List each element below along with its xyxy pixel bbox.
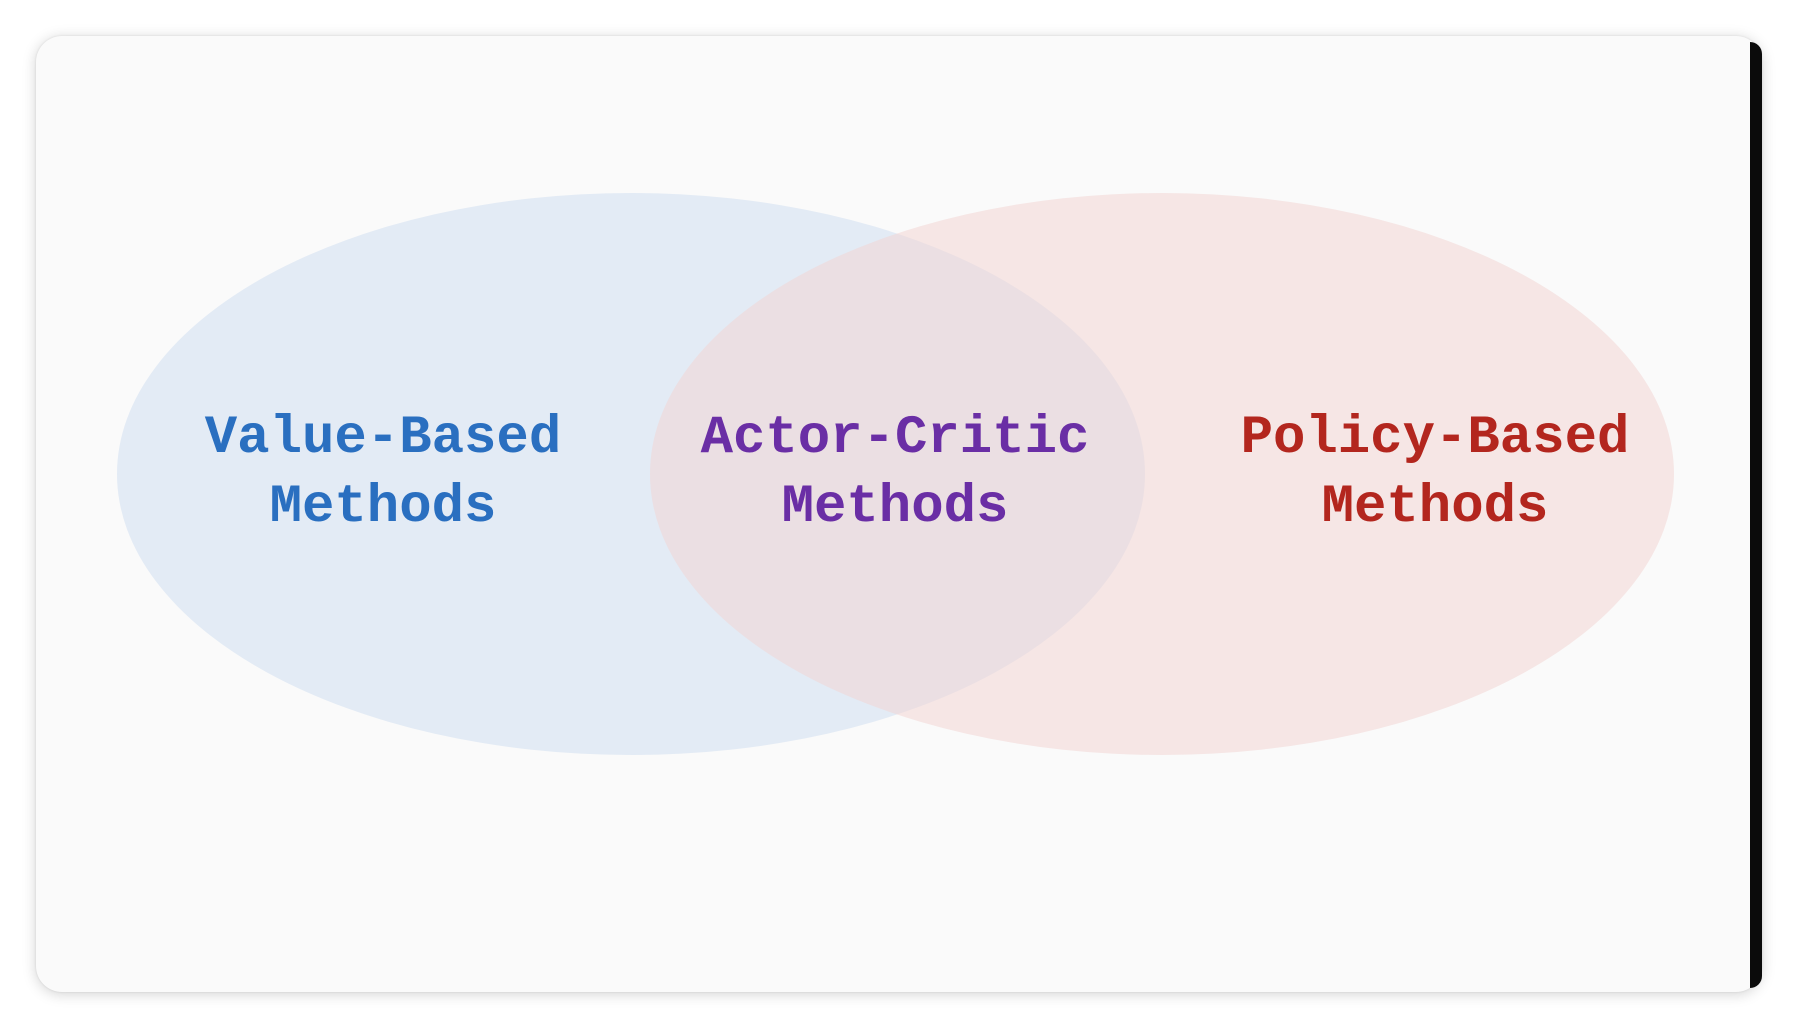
policy-based-line1: Policy-Based <box>1240 408 1630 469</box>
slide-right-edge <box>1750 42 1762 988</box>
value-based-line2: Methods <box>269 477 497 538</box>
value-based-line1: Value-Based <box>204 408 562 469</box>
value-based-label: Value-Based Methods <box>173 404 593 542</box>
actor-critic-label: Actor-Critic Methods <box>680 404 1110 542</box>
actor-critic-line2: Methods <box>781 477 1009 538</box>
actor-critic-line1: Actor-Critic <box>700 408 1090 469</box>
policy-based-ellipse <box>650 193 1674 755</box>
policy-based-label: Policy-Based Methods <box>1210 404 1660 542</box>
policy-based-line2: Methods <box>1321 477 1549 538</box>
